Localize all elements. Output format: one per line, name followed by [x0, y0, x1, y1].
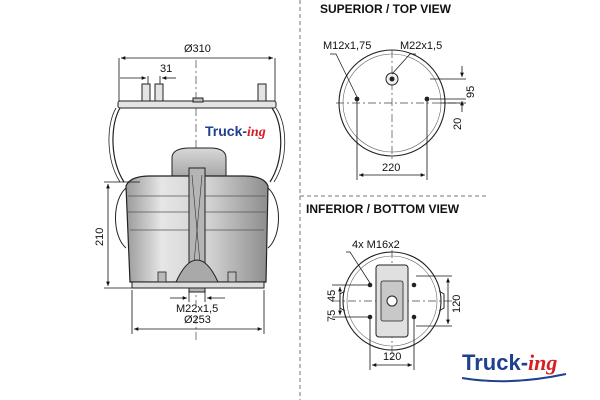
dim-75-45 — [332, 284, 368, 318]
logo-part2: ing — [528, 350, 557, 375]
bottom-view-header: INFERIOR / BOTTOM VIEW — [306, 202, 460, 216]
dim-120-bottom — [369, 319, 415, 370]
bellows-logo: Truck-ing — [205, 123, 266, 140]
dim-75-label: 75 — [326, 310, 338, 322]
mount-hole — [367, 314, 373, 320]
dim-45-label: 45 — [326, 290, 338, 302]
dim-height — [104, 181, 140, 289]
panel-separators — [299, 0, 488, 400]
bottom-view: 4x M16x2 75 45 120 120 — [326, 239, 463, 370]
stud-hole — [354, 96, 360, 102]
stud-hole — [424, 96, 430, 102]
top-plate — [117, 83, 277, 109]
dim-95-label: 95 — [465, 86, 477, 98]
base-plate — [131, 281, 265, 289]
dim-height-label: 210 — [94, 228, 106, 246]
bottom-plate-circle — [342, 251, 442, 351]
mount-hole — [411, 314, 417, 320]
dim-220-label: 220 — [382, 162, 400, 174]
dim-thread-large-label: M22x1,5 — [400, 40, 442, 52]
dim-thread-bottom — [170, 290, 225, 302]
dim-thread-small-label: M12x1,75 — [323, 40, 371, 52]
buffer-cap — [171, 147, 227, 177]
mount-hole — [367, 282, 373, 288]
dim-120-bottom-label: 120 — [383, 351, 401, 363]
brand-logo: Truck-ing — [461, 350, 567, 383]
dim-31-label: 31 — [160, 63, 172, 75]
dim-95-20 — [430, 66, 466, 112]
svg-text:Truck-ing: Truck-ing — [462, 350, 557, 375]
top-view: M12x1,75 M22x1,5 95 20 220 — [323, 40, 477, 180]
dim-thread-bottom-label: M22x1,5 — [176, 303, 218, 315]
mount-hole — [411, 282, 417, 288]
dim-bottom-diameter — [131, 290, 265, 334]
dim-bottom-diameter-label: Ø253 — [184, 314, 211, 326]
dim-top-diameter — [118, 56, 276, 108]
base-rib — [175, 259, 219, 283]
side-view: Ø310 31 Truck-ing — [94, 43, 286, 340]
dim-120-right — [416, 275, 452, 327]
dim-120-right-label: 120 — [451, 295, 463, 313]
dim-220 — [356, 101, 428, 180]
logo-part1: Truck- — [462, 350, 528, 375]
bellows-outline — [112, 107, 282, 183]
top-view-header: SUPERIOR / TOP VIEW — [320, 2, 452, 16]
dim-top-diameter-label: Ø310 — [184, 43, 211, 55]
dim-20-label: 20 — [452, 118, 464, 130]
dim-holes-label: 4x M16x2 — [352, 239, 400, 251]
